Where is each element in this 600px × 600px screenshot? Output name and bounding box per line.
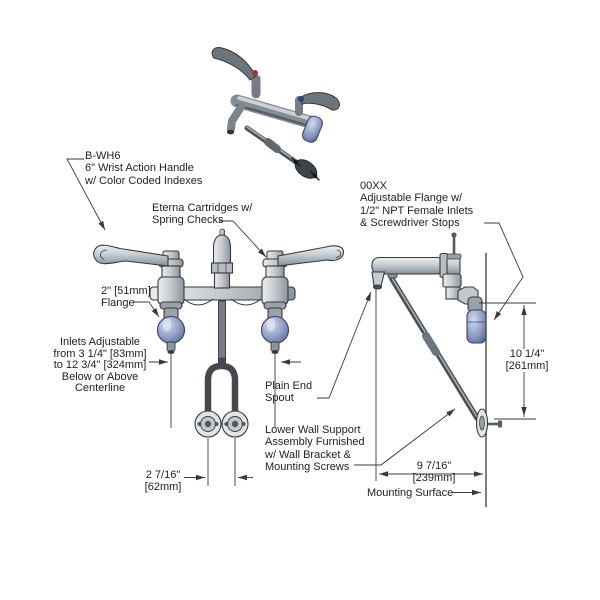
label-support: Lower Wall Support Assembly Furnished w/… bbox=[265, 424, 365, 474]
leader-flange-front bbox=[134, 301, 160, 318]
iso-flange bbox=[301, 115, 323, 143]
side-wall-bracket bbox=[475, 408, 502, 438]
front-right-handle bbox=[277, 245, 345, 267]
side-spout bbox=[371, 252, 461, 290]
front-spout bbox=[210, 228, 234, 289]
front-right-flange bbox=[260, 315, 290, 354]
front-left-handle bbox=[93, 244, 169, 267]
isometric-view bbox=[211, 47, 340, 181]
iso-wall-bracket bbox=[291, 157, 320, 181]
blue-index-icon bbox=[298, 96, 304, 102]
label-inlets: Inlets Adjustable from 3 1/4" [83mm] to … bbox=[53, 336, 147, 395]
iso-faucet-body bbox=[230, 94, 320, 130]
dim-label-bracket-width: 2 7/16" [62mm] bbox=[144, 469, 182, 493]
leader-spout bbox=[317, 291, 372, 399]
dim-label-spout-reach: 9 7/16" [239mm] bbox=[412, 460, 456, 484]
front-left-flange bbox=[156, 315, 186, 354]
label-mounting-surface: Mounting Surface bbox=[367, 487, 454, 499]
side-handle-stem bbox=[446, 232, 462, 260]
side-view bbox=[371, 232, 502, 507]
label-flange-side: 00XX Adjustable Flange w/ 1/2" NPT Femal… bbox=[360, 180, 474, 230]
front-wall-bracket bbox=[194, 357, 249, 438]
leader-lines bbox=[66, 158, 524, 496]
red-index-icon bbox=[252, 70, 258, 76]
label-handle: B-WH6 6" Wrist Action Handle w/ Color Co… bbox=[85, 150, 203, 187]
dim-spout-reach bbox=[375, 289, 483, 481]
label-spout: Plain End Spout bbox=[265, 380, 313, 405]
dim-label-support-height: 10 1/4" [261mm] bbox=[496, 348, 558, 373]
iso-spout bbox=[227, 103, 245, 133]
iso-right-handle bbox=[295, 92, 340, 116]
side-elbow-and-flange bbox=[442, 273, 487, 344]
leader-handle bbox=[66, 158, 106, 231]
leader-cartridges bbox=[219, 220, 267, 258]
iso-left-handle bbox=[211, 47, 261, 99]
front-support-rod bbox=[218, 300, 226, 363]
leader-flange-side bbox=[484, 222, 524, 321]
dim-bracket-width bbox=[184, 438, 253, 486]
label-flange-front: 2" [51mm] Flange bbox=[101, 285, 151, 310]
front-view bbox=[93, 228, 345, 438]
leader-support bbox=[354, 408, 456, 466]
label-cartridges: Eterna Cartridges w/ Spring Checks bbox=[152, 202, 253, 227]
